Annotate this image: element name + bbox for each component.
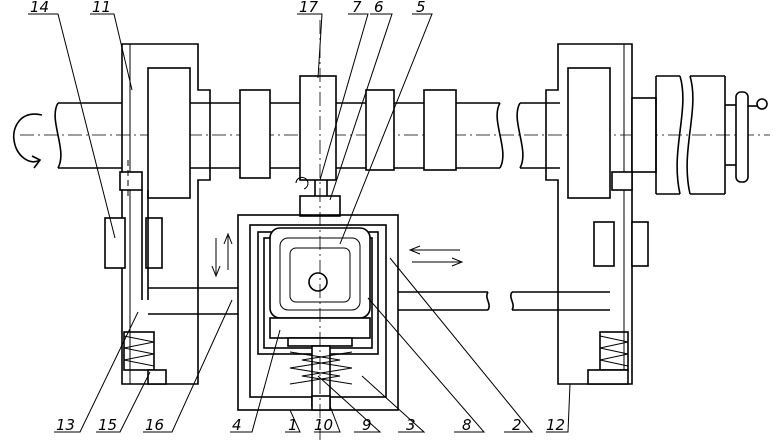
- follower-rod: [295, 176, 341, 217]
- label-10: 10: [314, 416, 333, 434]
- label-4: 4: [232, 416, 242, 434]
- label-8: 8: [462, 416, 472, 434]
- handwheel-icon: [725, 91, 768, 183]
- label-12: 12: [546, 416, 565, 434]
- spring-left: [123, 331, 167, 385]
- label-17: 17: [299, 0, 319, 16]
- label-2: 2: [512, 416, 522, 434]
- leader-lines: [28, 13, 571, 433]
- rod-16: [148, 287, 610, 315]
- label-7: 7: [352, 0, 362, 16]
- label-16: 16: [145, 416, 164, 434]
- housing-box: [237, 214, 399, 411]
- label-5: 5: [416, 0, 426, 16]
- rotation-arrow-icon: [12, 113, 43, 169]
- label-15: 15: [98, 416, 117, 434]
- label-3: 3: [406, 416, 416, 434]
- right-shaft-extension: [631, 75, 726, 195]
- left-frame: [104, 43, 211, 385]
- vertical-motion-arrow-icon: [211, 232, 233, 278]
- label-6: 6: [374, 0, 384, 16]
- right-frame: [545, 43, 649, 385]
- label-9: 9: [362, 416, 372, 434]
- label-13: 13: [56, 416, 75, 434]
- label-1: 1: [288, 416, 298, 434]
- horizontal-motion-arrow-icon: [408, 245, 464, 267]
- label-14: 14: [30, 0, 49, 16]
- cams: [239, 75, 457, 181]
- label-11: 11: [92, 0, 111, 16]
